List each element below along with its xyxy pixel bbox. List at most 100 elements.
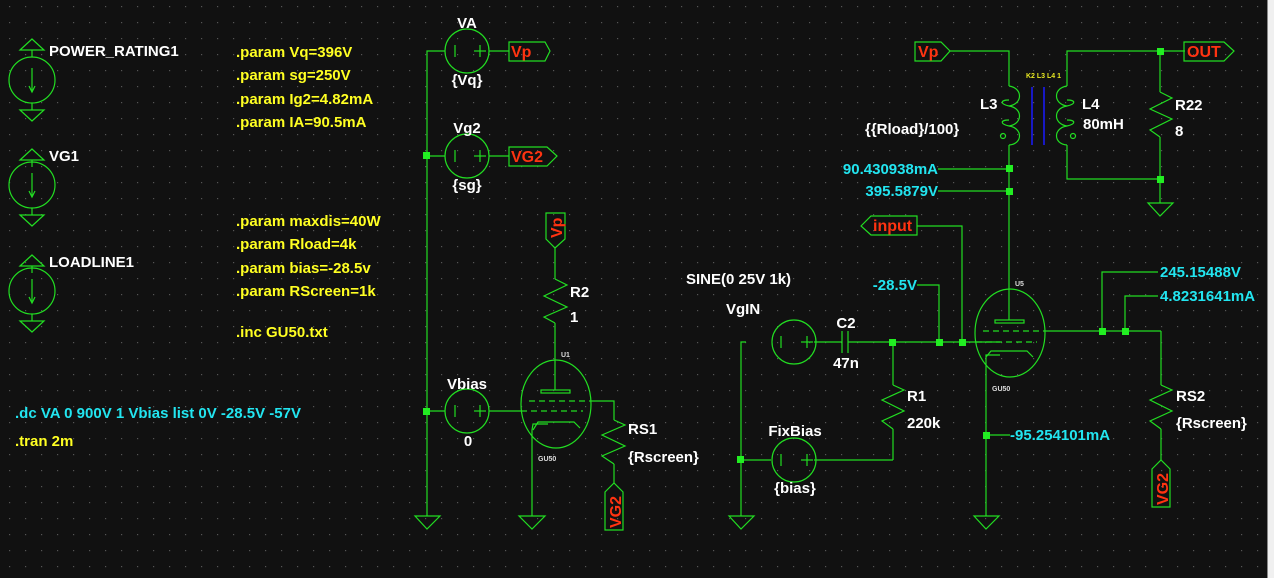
symbol-loadline1[interactable]: LOADLINE1	[8, 254, 134, 333]
pentode-tube-icon	[520, 359, 592, 449]
param-directive[interactable]: .param RScreen=1k	[236, 283, 376, 300]
voltage-source-vg2[interactable]: Vg2 {sg}	[444, 120, 490, 194]
component-name: U1	[561, 352, 570, 359]
net-label-text: input	[873, 218, 913, 235]
param-directive[interactable]: .param IA=90.5mA	[236, 114, 367, 131]
component-name: VA	[457, 15, 477, 32]
component-name: L3	[980, 96, 998, 113]
component-name: R2	[570, 284, 589, 301]
inductor-l3[interactable]: L3 {{Rload}/100}	[865, 85, 1021, 146]
net-label-vp-vertical[interactable]: Vp	[545, 212, 566, 249]
mutual-coupling-k2[interactable]: K2 L3 L4 1	[1026, 73, 1061, 145]
component-model: GU50	[538, 456, 556, 463]
resistor-icon	[1148, 91, 1174, 138]
component-value: {Rscreen}	[1176, 415, 1247, 432]
param-directive[interactable]: .param Vq=396V	[236, 44, 352, 61]
net-label-text: Vp	[918, 44, 939, 61]
voltage-source-vgin[interactable]: SINE(0 25V 1k) VgIN	[686, 271, 817, 365]
ground-icon	[972, 515, 1001, 530]
component-name: Vbias	[447, 376, 487, 393]
voltage-source-fixbias[interactable]: FixBias {bias}	[768, 423, 821, 497]
junction	[737, 456, 744, 463]
inductor-l4[interactable]: L4 80mH	[1055, 85, 1124, 146]
capacitor-c2[interactable]: C2 47n	[833, 315, 859, 372]
resistor-rs1[interactable]: RS1 {Rscreen}	[600, 419, 699, 466]
coupling-directive: K2 L3 L4 1	[1026, 73, 1061, 80]
resistor-icon	[880, 384, 906, 430]
net-label-vg2[interactable]: VG2	[508, 146, 558, 167]
symbol-label: VG1	[49, 148, 79, 165]
component-value: 80mH	[1083, 116, 1124, 133]
param-directive[interactable]: .param sg=250V	[236, 67, 351, 84]
component-value: {{Rload}/100}	[865, 121, 959, 138]
component-value: {bias}	[774, 480, 816, 497]
component-name: RS1	[628, 421, 657, 438]
net-label-vg2-right[interactable]: VG2	[1151, 459, 1172, 508]
component-name: L4	[1082, 96, 1100, 113]
inductor-icon	[1055, 85, 1077, 146]
component-value: {Vq}	[452, 72, 483, 89]
resistor-r1[interactable]: R1 220k	[880, 384, 941, 432]
component-value: 220k	[907, 415, 941, 432]
screen-voltage-readout: 245.15488V	[1160, 264, 1241, 281]
voltage-source-va[interactable]: VA {Vq}	[444, 15, 490, 89]
voltage-source-icon	[444, 133, 490, 179]
include-directive[interactable]: .inc GU50.txt	[236, 324, 328, 341]
symbol-power-rating1[interactable]: POWER_RATING1	[8, 38, 179, 122]
voltage-source-icon	[444, 388, 490, 434]
component-name: R1	[907, 388, 926, 405]
net-label-out[interactable]: OUT	[1183, 41, 1235, 62]
voltage-source-vbias[interactable]: Vbias 0	[444, 376, 490, 450]
junction	[1006, 165, 1013, 172]
ground-icon	[727, 515, 756, 530]
param-directive[interactable]: .param Ig2=4.82mA	[236, 91, 373, 108]
net-label-text: VG2	[511, 149, 543, 166]
voltage-source-icon	[771, 319, 817, 365]
junction	[936, 339, 943, 346]
junction	[1006, 188, 1013, 195]
net-label-text: VG2	[608, 496, 625, 528]
net-label-vp-right[interactable]: Vp	[914, 41, 951, 62]
net-label-input[interactable]: input	[860, 215, 918, 236]
grid-voltage-readout: -28.5V	[873, 277, 917, 294]
component-name: U5	[1015, 281, 1024, 288]
net-label-text: VG2	[1155, 473, 1172, 505]
resistor-icon	[600, 419, 627, 465]
tran-directive[interactable]: .tran 2m	[15, 433, 73, 450]
param-directive[interactable]: .param maxdis=40W	[236, 213, 381, 230]
pentode-tube-icon	[974, 288, 1046, 378]
plate-current-readout: 90.430938mA	[843, 161, 938, 178]
component-value: 8	[1175, 123, 1183, 140]
inductor-icon	[999, 85, 1021, 146]
plate-voltage-readout: 395.5879V	[865, 183, 938, 200]
symbol-label: POWER_RATING1	[49, 43, 179, 60]
resistor-rs2[interactable]: RS2 {Rscreen}	[1148, 384, 1247, 432]
component-value: 47n	[833, 355, 859, 372]
net-label-vp[interactable]: Vp	[508, 41, 551, 62]
component-value: {Rscreen}	[628, 449, 699, 466]
net-label-text: Vp	[549, 217, 566, 238]
param-directive[interactable]: .param bias=-28.5v	[236, 260, 371, 277]
ground-icon	[517, 515, 547, 530]
tube-u5[interactable]: U5 GU50	[974, 281, 1046, 393]
component-name: FixBias	[768, 423, 821, 440]
dc-sweep-directive[interactable]: .dc VA 0 900V 1 Vbias list 0V -28.5V -57…	[15, 405, 301, 422]
junction	[423, 152, 430, 159]
symbol-label: LOADLINE1	[49, 254, 134, 271]
capacitor-icon	[841, 331, 849, 353]
resistor-r2[interactable]: R2 1	[542, 278, 589, 326]
tube-u1[interactable]: U1 GU50	[520, 352, 592, 463]
junction	[889, 339, 896, 346]
component-model: GU50	[992, 386, 1010, 393]
component-name: R22	[1175, 97, 1203, 114]
vertical-scrollbar[interactable]	[1267, 0, 1274, 578]
param-directive[interactable]: .param Rload=4k	[236, 236, 357, 253]
resistor-r22[interactable]: R22 8	[1148, 91, 1203, 140]
net-label-vg2-vertical[interactable]: VG2	[604, 482, 625, 531]
component-value: 0	[464, 433, 472, 450]
net-label-text: OUT	[1187, 44, 1221, 61]
component-value: 1	[570, 309, 578, 326]
symbol-vg1[interactable]: VG1	[8, 148, 79, 227]
